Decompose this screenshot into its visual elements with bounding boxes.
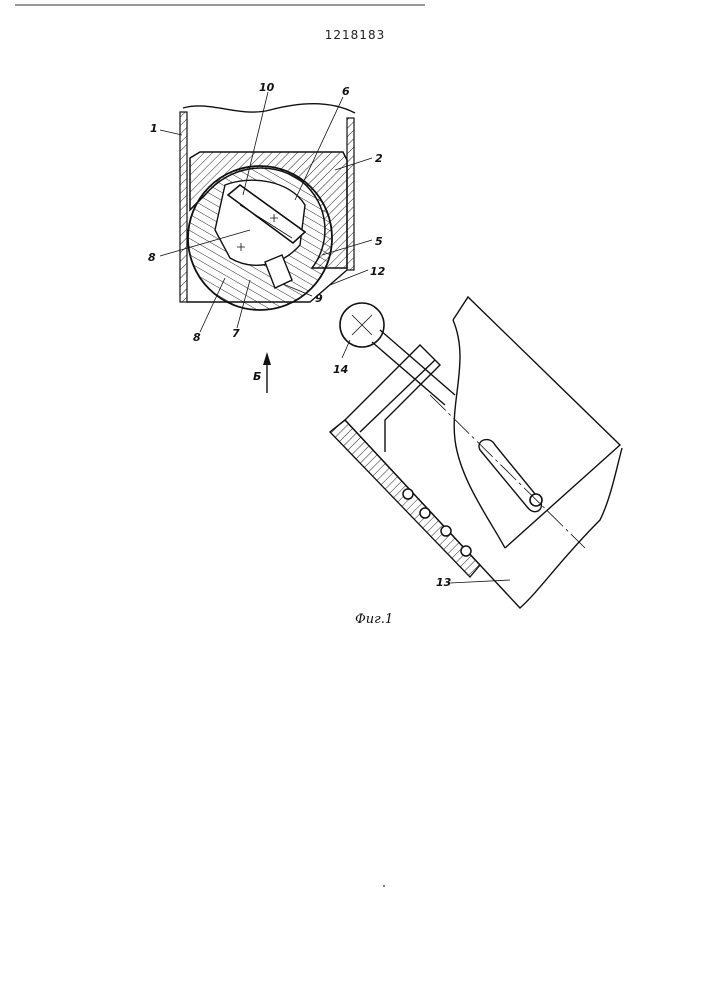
housing-wall-left (180, 112, 187, 302)
label-2: 2 (375, 152, 383, 165)
label-8a: 8 (148, 251, 156, 264)
label-9: 9 (315, 292, 323, 305)
view-arrow (263, 352, 271, 393)
handle-rod (372, 330, 455, 405)
device-assembly (330, 297, 622, 608)
bearing-ball-2 (420, 508, 430, 518)
leader-13 (450, 580, 510, 583)
device-casing (330, 420, 622, 608)
section-assembly (180, 104, 355, 310)
label-view-b: Б (253, 370, 261, 383)
bearing-ball-3 (441, 526, 451, 536)
device-break-edge (453, 320, 505, 548)
label-13: 13 (436, 576, 452, 589)
bearing-ball-4 (461, 546, 471, 556)
label-10: 10 (259, 81, 275, 94)
label-12: 12 (370, 265, 386, 278)
label-1: 1 (150, 122, 158, 135)
scan-speck (383, 885, 385, 887)
label-5: 5 (375, 235, 383, 248)
label-6: 6 (342, 85, 350, 98)
bearing-ball-1 (403, 489, 413, 499)
label-14: 14 (333, 363, 348, 376)
device-inner-rib (360, 360, 435, 432)
device-axis (430, 395, 585, 548)
leader-14 (342, 340, 350, 358)
break-line-top (183, 104, 355, 113)
label-7: 7 (232, 327, 240, 340)
leader-1 (160, 130, 182, 135)
arrow-head (263, 352, 271, 365)
figure-caption: Фиг.1 (355, 612, 393, 627)
label-8b: 8 (193, 331, 201, 344)
leader-12 (330, 270, 368, 285)
device-upper-block (453, 297, 620, 548)
